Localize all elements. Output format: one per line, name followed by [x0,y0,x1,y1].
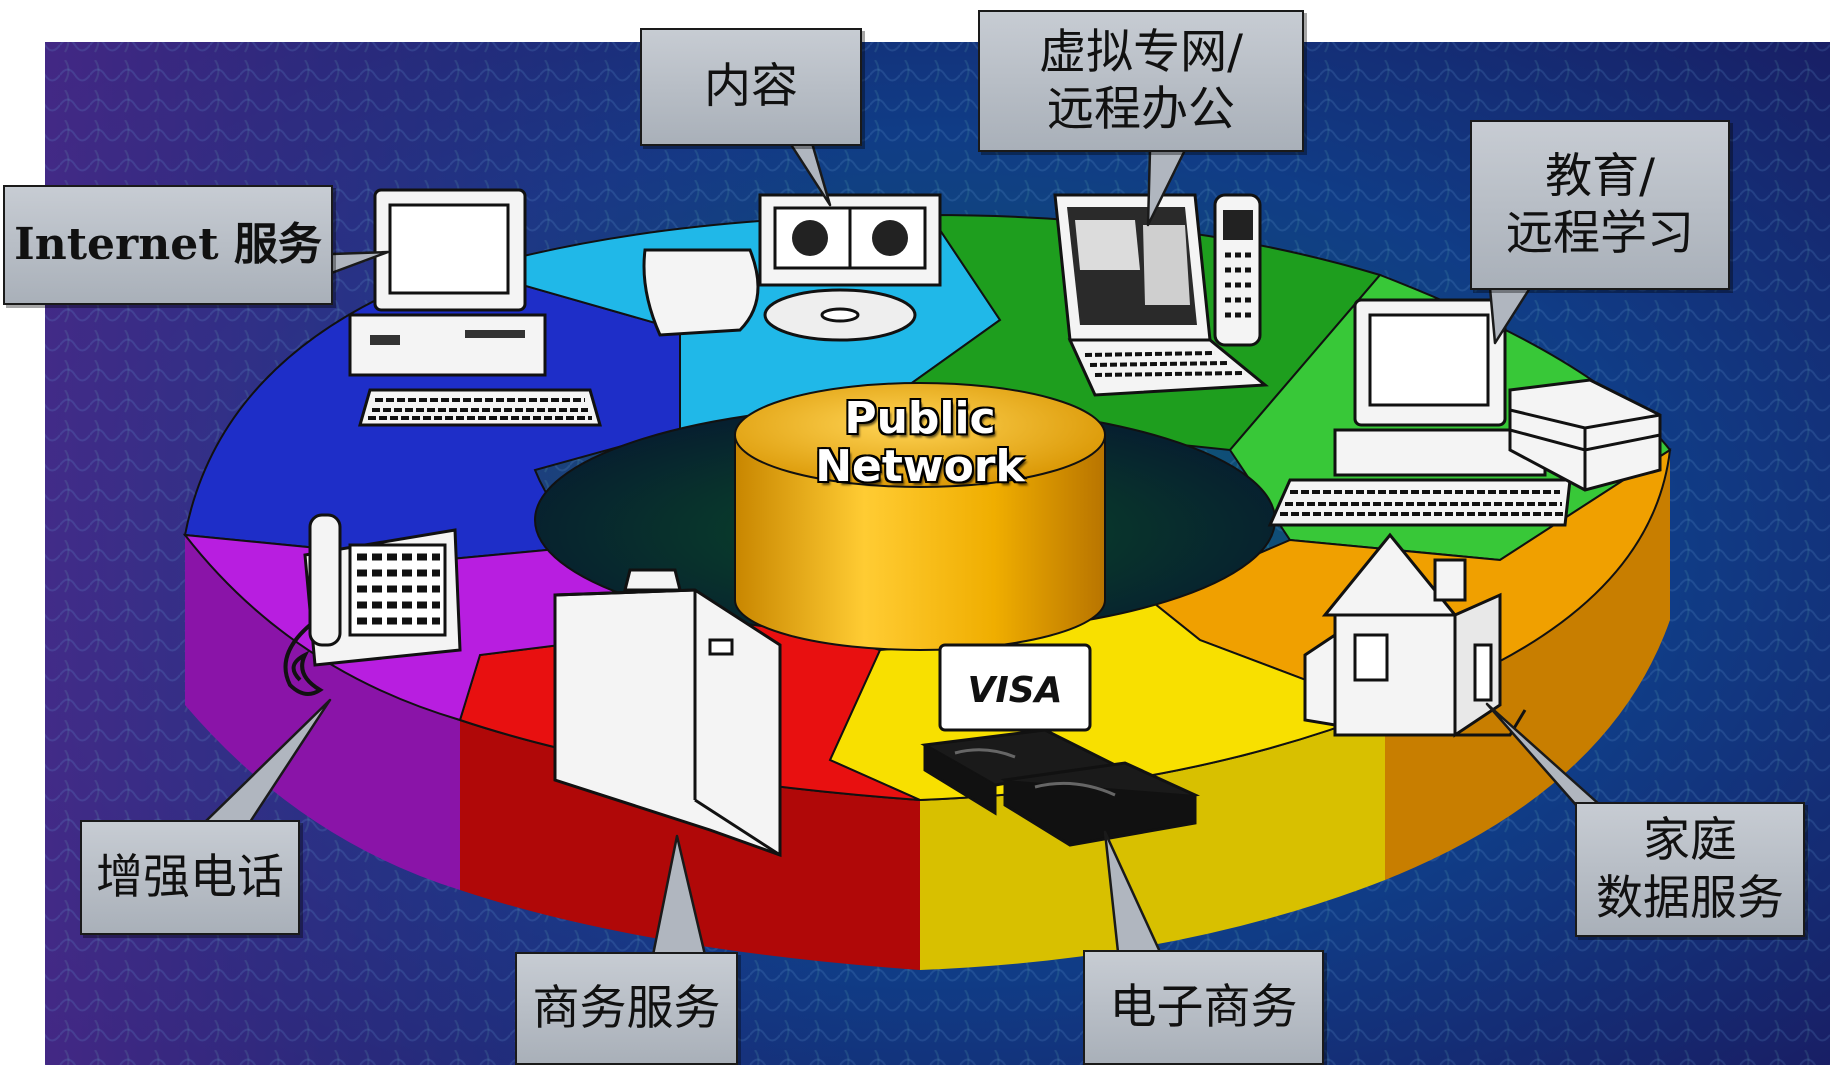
callout-vpn: 虚拟专网/ 远程办公 [978,10,1304,152]
computer-and-books-icon [1267,298,1662,527]
public-network-cylinder [734,382,1106,651]
callout-home: 家庭 数据服务 [1575,802,1805,937]
desk-telephone-icon [283,513,462,696]
public-network-line-2: Network [815,440,1025,492]
public-network-label: Public Network [795,395,1045,490]
callout-business: 商务服务 [515,952,738,1065]
callout-internet: Internet 服务 [3,185,333,305]
visa-card-and-cash-icon: VISA [920,643,1201,847]
callout-pointers [203,141,1602,957]
callout-content: 内容 [640,28,862,146]
callout-ecommerce: 电子商务 [1083,950,1324,1065]
visa-card-text: VISA [967,670,1062,711]
video-cassette-cd-icon [642,193,942,342]
desktop-computer-icon [348,188,602,427]
callout-phone: 增强电话 [80,820,300,935]
briefcase-icon [553,568,782,858]
house-icon [1303,532,1527,738]
ring-side-walls [184,449,1671,970]
laptop-and-cellphone-icon [1053,193,1269,397]
callout-education: 教育/ 远程学习 [1470,120,1730,290]
public-network-line-1: Public [844,393,996,444]
